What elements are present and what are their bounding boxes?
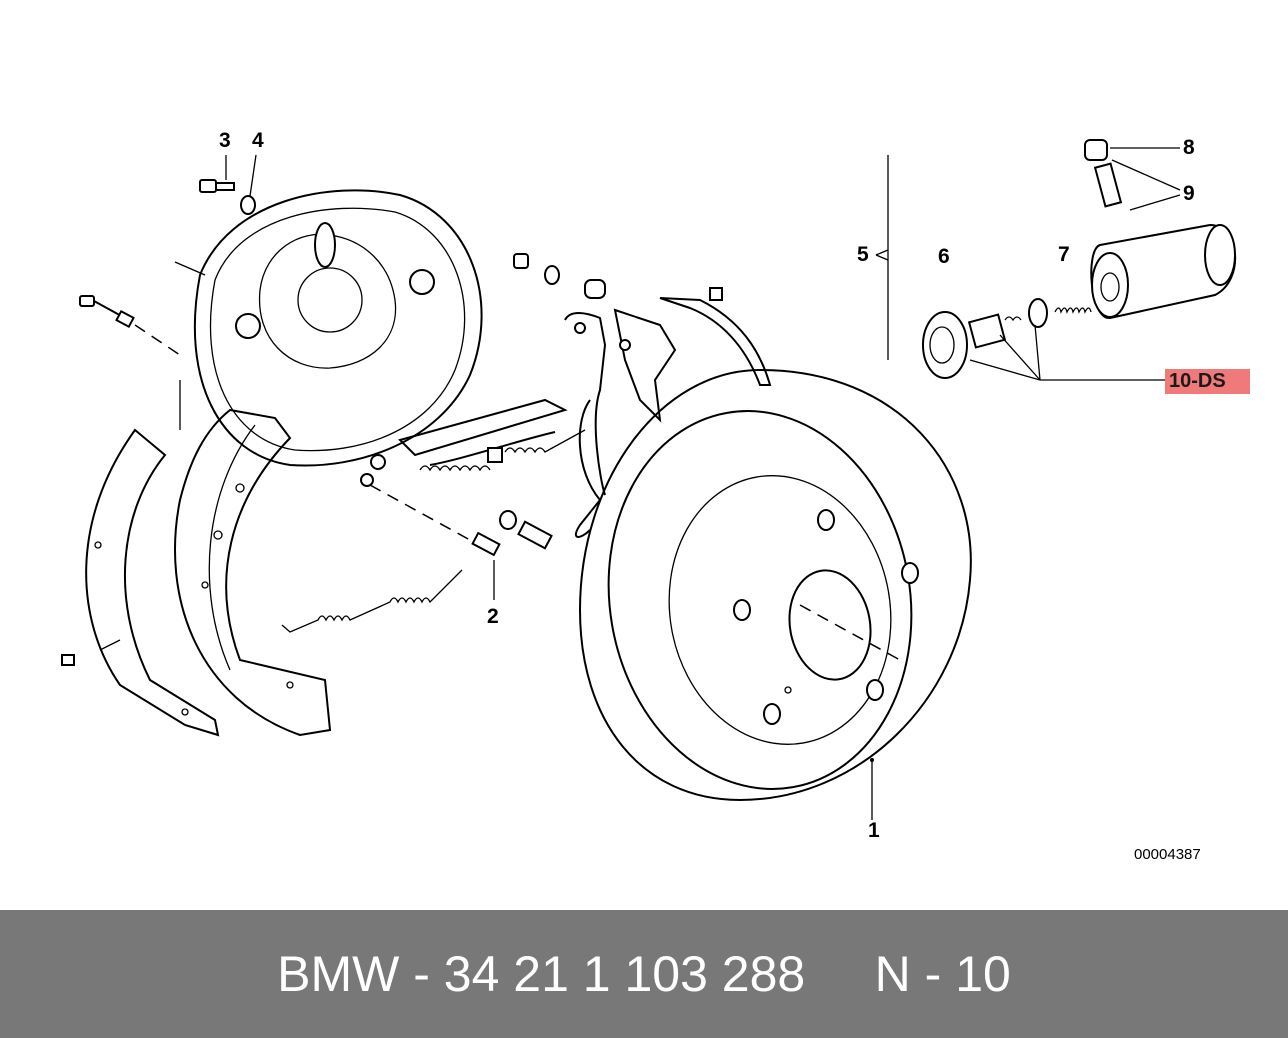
- callout-4: 4: [252, 129, 264, 152]
- brake-drum: [578, 368, 972, 820]
- callout-5: 5: [857, 243, 869, 266]
- part-number-label: BMW - 34 21 1 103 288 N - 10: [277, 946, 1011, 1002]
- callout-1: 1: [868, 819, 880, 842]
- washer-4: [240, 154, 257, 215]
- callout-6: 6: [938, 245, 950, 268]
- adjuster-bar: [360, 398, 568, 487]
- brake-assembly-diagram: [61, 139, 1237, 820]
- bolt-2: [369, 484, 553, 600]
- brake-shoe-left: [61, 428, 220, 737]
- wheel-cylinder: [875, 139, 1237, 381]
- callout-3: 3: [219, 129, 231, 152]
- highlighted-part-10-ds: 10-DS: [1165, 369, 1250, 394]
- callout-8: 8: [1183, 136, 1195, 159]
- spring-lower: [281, 569, 463, 633]
- callout-7: 7: [1058, 243, 1070, 266]
- bolt-3: [199, 155, 235, 193]
- spring-upper: [419, 429, 586, 472]
- callout-2: 2: [487, 605, 499, 628]
- footer-bar: BMW - 34 21 1 103 288 N - 10: [0, 910, 1288, 1038]
- brake-shoe-right: [174, 408, 332, 737]
- long-bolt: [79, 295, 181, 356]
- callout-9: 9: [1183, 182, 1195, 205]
- drawing-code: 00004387: [1134, 846, 1201, 863]
- backing-plate: [174, 189, 483, 467]
- diagram-canvas: 1 2 3 4 5 6 7 8 9 10-DS 00004387: [61, 129, 1250, 863]
- hardware-right: [513, 253, 772, 538]
